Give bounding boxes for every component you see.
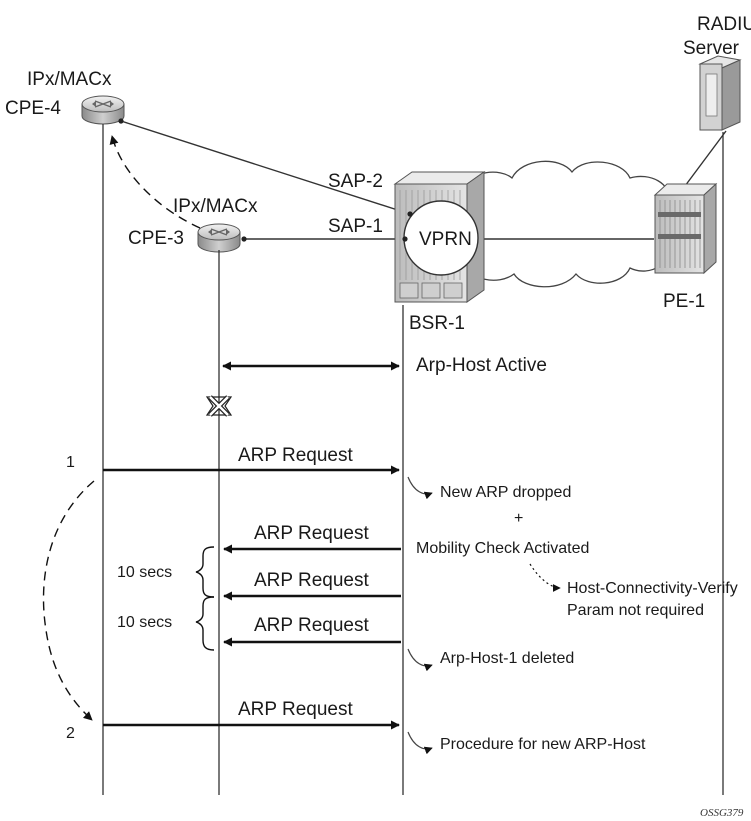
arp-request-3-label: ARP Request <box>254 570 369 591</box>
figure-id: OSSG379 <box>700 807 744 819</box>
hcv-note-line2: Param not required <box>567 602 704 619</box>
arp-host-deleted-note: Arp-Host-1 deleted <box>440 650 574 667</box>
step-2-label: 2 <box>66 725 75 742</box>
radius-label-line2: Server <box>683 38 740 59</box>
link-pe1-radius <box>685 131 726 186</box>
mobility-check-note: Mobility Check Activated <box>416 540 589 557</box>
hcv-dotted-arrow <box>530 564 560 588</box>
arp-host-active-label: Arp-Host Active <box>416 355 547 376</box>
plus-sign: + <box>514 510 523 527</box>
vprn-label: VPRN <box>419 229 472 250</box>
interval-2-label: 10 secs <box>117 614 172 631</box>
interval-1-label: 10 secs <box>117 564 172 581</box>
arp-request-4-label: ARP Request <box>254 615 369 636</box>
pe1-label: PE-1 <box>663 291 705 312</box>
link-cpe4-sap2 <box>121 121 410 214</box>
sap2-label: SAP-2 <box>328 171 383 192</box>
cpe4-label: CPE-4 <box>5 98 61 119</box>
cpe3-addr: IPx/MACx <box>173 196 258 217</box>
sap1-label: SAP-1 <box>328 216 383 237</box>
step-transition-arc <box>44 481 94 720</box>
cpe4-router-icon <box>82 96 124 124</box>
step-1-label: 1 <box>66 454 75 471</box>
radius-server-icon <box>700 56 740 130</box>
procedure-note: Procedure for new ARP-Host <box>440 736 646 753</box>
new-arp-dropped-note: New ARP dropped <box>440 484 571 501</box>
arp-request-2-label: ARP Request <box>254 523 369 544</box>
pe1-chassis-icon <box>655 184 716 273</box>
cpe3-router-icon <box>198 224 240 252</box>
arp-request-5-label: ARP Request <box>238 699 353 720</box>
arp-request-1-label: ARP Request <box>238 445 353 466</box>
hcv-note-line1: Host-Connectivity-Verify <box>567 580 738 597</box>
interval-brace-1 <box>196 547 214 597</box>
network-cloud <box>449 161 684 286</box>
cpe3-label: CPE-3 <box>128 228 184 249</box>
bsr1-label: BSR-1 <box>409 313 465 334</box>
interval-brace-2 <box>196 597 214 650</box>
cpe4-addr: IPx/MACx <box>27 69 112 90</box>
